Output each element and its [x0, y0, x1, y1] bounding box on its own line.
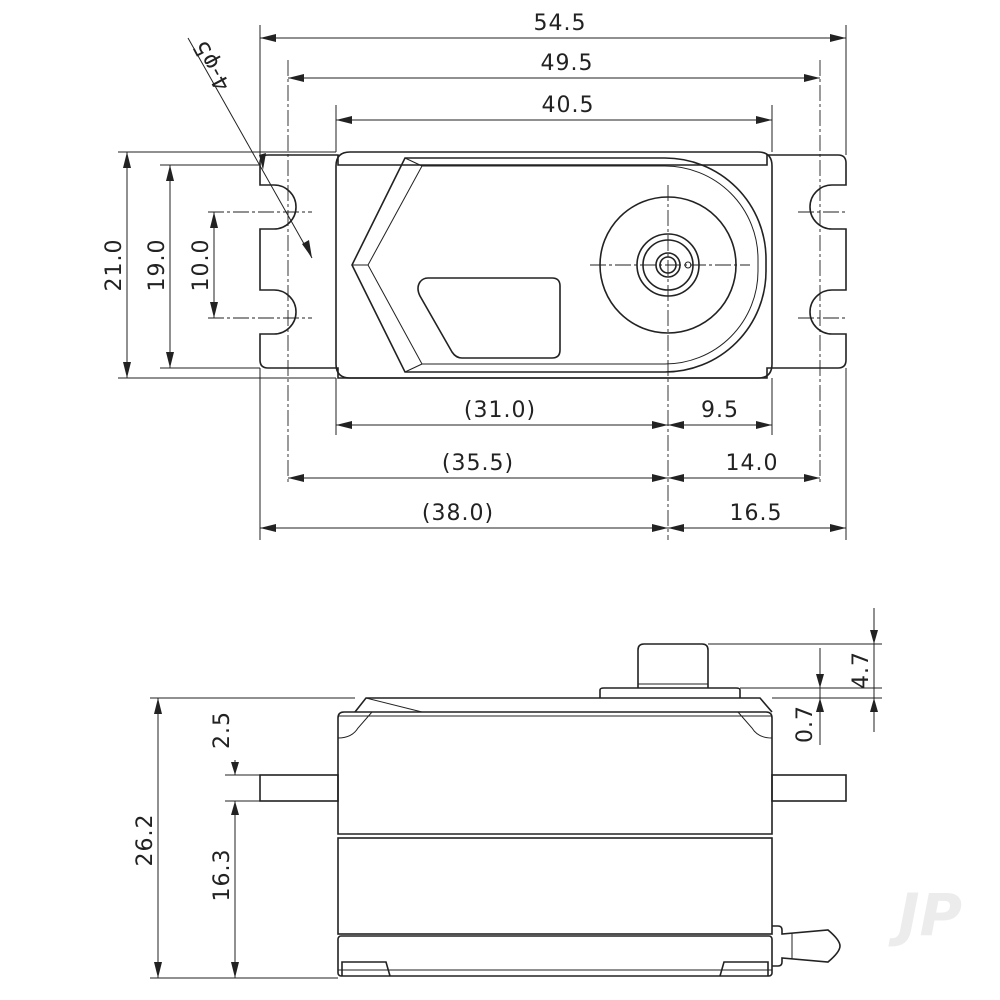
arrowhead [231, 962, 239, 978]
arrowhead [260, 34, 276, 42]
shoulder-left [337, 711, 373, 739]
dim-hole-vertical-spacing: 10.0 [189, 239, 214, 292]
top-view: 54.5 49.5 40.5 (31.0) 9.5 (35.5) 14.0 (3… [102, 11, 847, 540]
dim-body-to-shaft: (31.0) [464, 398, 536, 423]
arrowhead [288, 474, 304, 482]
arrowhead [652, 474, 668, 482]
arrowhead [870, 630, 878, 644]
arrowhead [166, 352, 174, 368]
arrowhead [123, 362, 131, 378]
arrowhead [652, 421, 668, 429]
arrowhead [259, 153, 266, 170]
bottom-case [337, 935, 773, 977]
foot-left [341, 961, 391, 977]
side-view: 26.2 2.5 16.3 4.7 0.7 [133, 608, 882, 979]
dim-overall-width: 54.5 [534, 11, 587, 36]
case-body-outline [335, 151, 773, 379]
dim-hole-spacing: 49.5 [541, 51, 594, 76]
arrowhead [154, 698, 162, 714]
arrowhead [302, 240, 312, 258]
top-bevel [354, 697, 773, 713]
arrowhead [336, 116, 352, 124]
lid-surface [351, 157, 767, 373]
arrowhead [830, 34, 846, 42]
dim-hole-to-shaft: (35.5) [442, 451, 514, 476]
arrowhead [756, 421, 772, 429]
dim-shaft-to-tab-end: 16.5 [730, 501, 783, 526]
arrowhead [816, 698, 824, 712]
arrowhead [336, 421, 352, 429]
dim-flange-to-top: 2.5 [210, 711, 235, 749]
arrowhead [870, 698, 878, 712]
flange-left [259, 774, 339, 802]
cable-exit [772, 925, 841, 967]
dim-tab-hole-span: 19.0 [145, 239, 170, 292]
flange-right [771, 774, 847, 802]
dim-shaft-to-hole: 14.0 [726, 451, 779, 476]
arrowhead [210, 212, 218, 228]
dim-tab-to-shaft: (38.0) [422, 501, 494, 526]
dim-body-length: 40.5 [542, 93, 595, 118]
dim-hole-callout: 4-φ5 [188, 35, 236, 95]
foot-right [719, 961, 769, 977]
dim-tab-height: 21.0 [102, 239, 127, 292]
arrowhead [652, 524, 668, 532]
arrowhead [260, 524, 276, 532]
arrowhead [166, 165, 174, 181]
arrowhead [123, 152, 131, 168]
dim-boss-height: 0.7 [793, 705, 818, 743]
arrowhead [154, 962, 162, 978]
mounting-tab-outline [259, 154, 847, 379]
dim-shaft-to-body-end: 9.5 [701, 398, 739, 423]
lid-bevel-bottom [404, 363, 423, 373]
arrowhead [668, 524, 684, 532]
upper-case [337, 711, 773, 835]
output-spline [637, 643, 709, 688]
lid-bevel-top [404, 157, 423, 167]
hole-callout-leader [187, 37, 313, 259]
dim-flange-to-bottom: 16.3 [210, 849, 235, 902]
dim-spline-height: 4.7 [849, 651, 874, 689]
bevel-line [365, 697, 423, 713]
arrowhead [668, 421, 684, 429]
arrowhead [804, 474, 820, 482]
dim-total-height: 26.2 [133, 814, 158, 867]
label-window [417, 277, 561, 359]
arrowhead [816, 674, 824, 688]
arrowhead [756, 116, 772, 124]
arrowhead [288, 74, 304, 82]
jp-watermark-logo: JP [888, 881, 962, 949]
output-boss [599, 687, 741, 698]
lower-case [337, 837, 773, 935]
arrowhead [210, 302, 218, 318]
lid-inner [367, 165, 759, 365]
watermark-text: JP [888, 881, 962, 949]
arrowhead [231, 801, 239, 815]
shoulder-right [737, 711, 773, 739]
arrowhead [830, 524, 846, 532]
arrowhead [231, 762, 239, 775]
arrowhead [804, 74, 820, 82]
arrowhead [668, 474, 684, 482]
